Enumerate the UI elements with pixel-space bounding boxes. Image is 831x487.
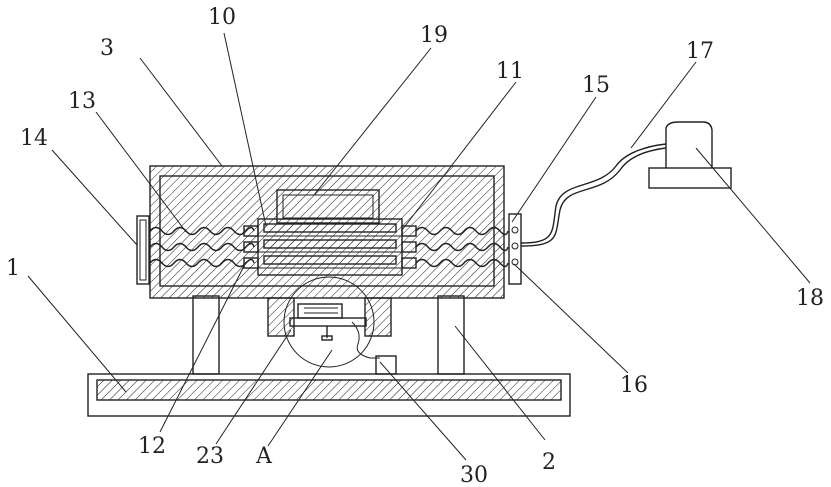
- label-15: 15: [582, 73, 610, 98]
- label-14: 14: [20, 126, 48, 151]
- label-30: 30: [460, 463, 488, 487]
- pump: [649, 122, 731, 188]
- right-side-plate: [509, 214, 521, 284]
- label-13: 13: [68, 89, 96, 114]
- label-2: 2: [542, 450, 556, 475]
- label-18: 18: [796, 286, 824, 311]
- label-3: 3: [100, 36, 114, 61]
- label-11: 11: [496, 59, 524, 84]
- label-16: 16: [620, 373, 648, 398]
- label-23: 23: [196, 444, 224, 469]
- label-19: 19: [420, 23, 448, 48]
- label-a: A: [255, 444, 273, 469]
- label-12: 12: [138, 434, 166, 459]
- label-17: 17: [686, 39, 714, 64]
- left-side-plate: [137, 216, 149, 284]
- label-1: 1: [6, 256, 20, 281]
- label-10: 10: [208, 5, 236, 30]
- pump-cable: [521, 148, 666, 246]
- pump-cable-2: [521, 144, 666, 243]
